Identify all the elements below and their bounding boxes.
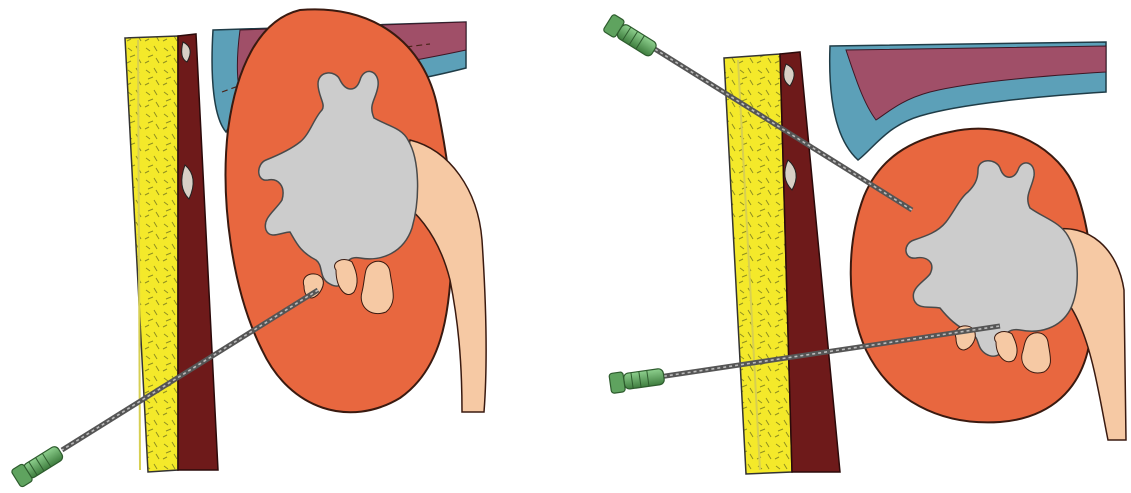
right-upper-needle-hub <box>603 14 659 60</box>
left-panel <box>11 9 486 487</box>
right-lower-needle-hub <box>609 366 665 393</box>
left-muscle-layer <box>178 34 218 470</box>
right-panel <box>603 14 1126 474</box>
left-needle-hub <box>11 443 66 488</box>
